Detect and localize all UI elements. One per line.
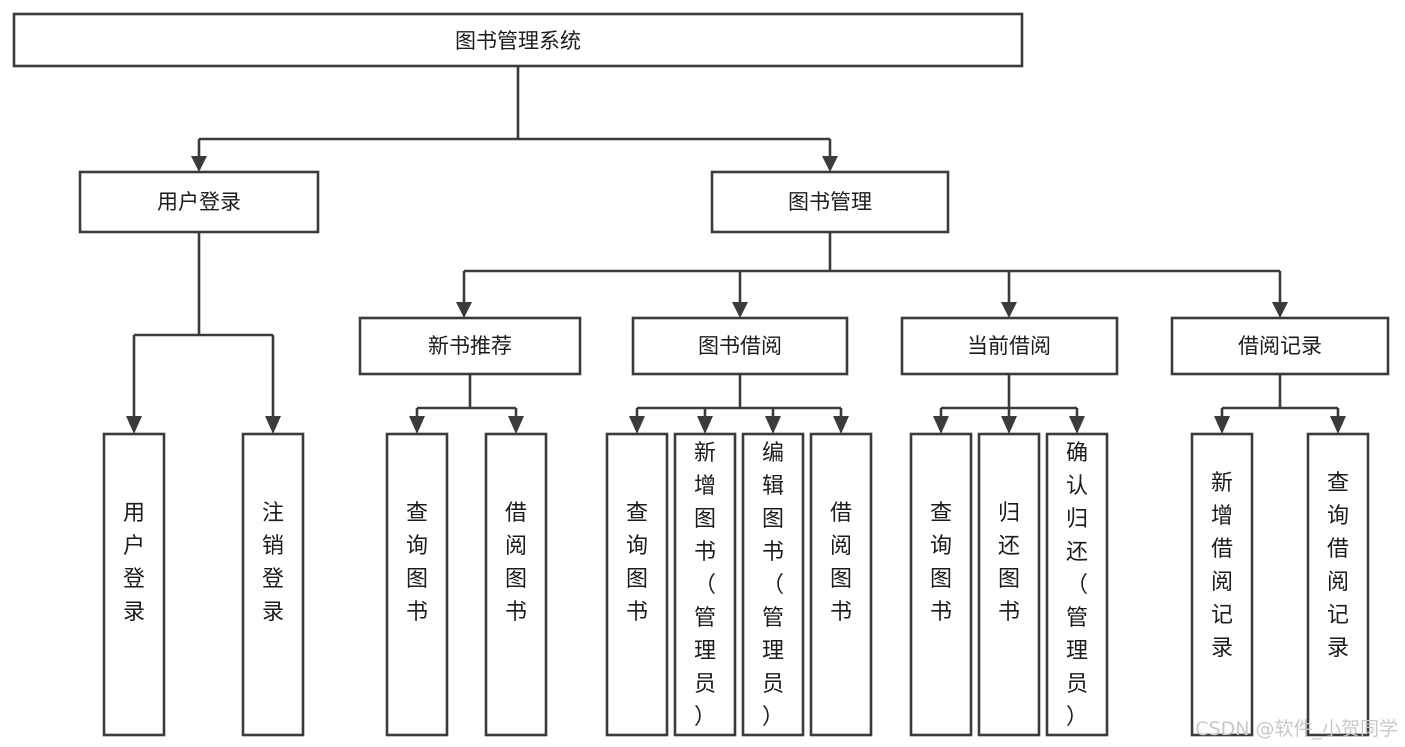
connector-group-user-login-to-leaves [126,232,281,434]
node-leaf-add-record-label: 新增借阅记录 [1211,471,1233,661]
arrowhead-leaf-add-record [1214,416,1230,434]
node-borrow-record-box[interactable] [1170,316,1390,376]
node-book-borrow-box[interactable] [631,316,849,376]
node-leaf-edit-book-box[interactable] [741,432,805,737]
node-leaf-confirm-return-box[interactable] [1045,432,1109,737]
connector-group-new-book-recommend-to-leaves [409,374,524,434]
arrowhead-current-borrow [1001,302,1017,318]
node-book-management[interactable]: 图书管理 [710,170,950,234]
node-leaf-query-book-3-label: 查询图书 [930,501,952,625]
arrowhead-leaf-user-logout [265,416,281,434]
arrowhead-leaf-borrow-book-2 [833,416,849,434]
node-leaf-query-book-1[interactable]: 查询图书 [385,432,449,737]
node-leaf-add-record-box[interactable] [1190,432,1254,737]
node-new-book-recommend-box[interactable] [358,316,582,376]
node-leaf-confirm-return-label: 确认归还（管理员） [1066,441,1088,730]
node-leaf-return-book-box[interactable] [977,432,1041,737]
arrowhead-new-book-recommend [456,302,472,318]
node-leaf-query-book-3-box[interactable] [909,432,973,737]
node-leaf-query-record-label: 查询借阅记录 [1327,471,1349,661]
node-leaf-user-logout-label: 注销登录 [262,501,284,625]
arrowhead-leaf-query-book-3 [933,416,949,434]
arrowhead-book-management [822,156,838,172]
node-user-login-label: 用户登录 [157,190,241,214]
node-borrow-record[interactable]: 借阅记录 [1170,316,1390,376]
node-user-login-box[interactable] [78,170,320,234]
arrowhead-book-borrow [732,302,748,318]
arrowhead-leaf-edit-book [765,416,781,434]
node-leaf-query-record-box[interactable] [1306,432,1370,737]
node-leaf-borrow-book-2-label: 借阅图书 [830,501,852,625]
node-leaf-borrow-book-1-label: 借阅图书 [505,501,527,625]
node-root-label: 图书管理系统 [455,29,581,53]
node-leaf-return-book[interactable]: 归还图书 [977,432,1041,737]
node-leaf-query-book-2-label: 查询图书 [626,501,648,625]
arrowhead-leaf-return-book [1001,416,1017,434]
node-leaf-borrow-book-1-box[interactable] [484,432,548,737]
node-leaf-add-book[interactable]: 新增图书（管理员） [673,432,737,737]
node-leaf-query-book-1-box[interactable] [385,432,449,737]
node-leaf-borrow-book-2-box[interactable] [809,432,873,737]
node-leaf-user-login-label: 用户登录 [123,501,145,625]
node-book-borrow[interactable]: 图书借阅 [631,316,849,376]
node-book-management-label: 图书管理 [788,190,872,214]
node-leaf-borrow-book-2[interactable]: 借阅图书 [809,432,873,737]
arrowhead-leaf-query-record [1330,416,1346,434]
arrowhead-leaf-confirm-return [1069,416,1085,434]
csdn-watermark: CSDN @软件_小贺同学 [1195,718,1398,740]
arrowhead-leaf-borrow-book-1 [508,416,524,434]
node-leaf-user-logout-box[interactable] [241,432,305,737]
connector-group-book-borrow-to-leaves [629,374,849,434]
node-leaf-add-record[interactable]: 新增借阅记录 [1190,432,1254,737]
node-leaf-query-book-3[interactable]: 查询图书 [909,432,973,737]
node-user-login[interactable]: 用户登录 [78,170,320,234]
node-leaf-confirm-return[interactable]: 确认归还（管理员） [1045,432,1109,737]
node-new-book-recommend[interactable]: 新书推荐 [358,316,582,376]
node-borrow-record-label: 借阅记录 [1238,334,1322,358]
node-root[interactable]: 图书管理系统 [12,12,1024,68]
node-leaf-query-book-1-label: 查询图书 [406,501,428,625]
node-leaf-user-logout[interactable]: 注销登录 [241,432,305,737]
node-leaf-add-book-box[interactable] [673,432,737,737]
connector-group-current-borrow-to-leaves [933,374,1085,434]
connector-group-root-to-level2 [191,66,838,172]
arrowhead-leaf-query-book-2 [629,416,645,434]
node-leaf-user-login[interactable]: 用户登录 [102,432,166,737]
node-book-management-box[interactable] [710,170,950,234]
node-leaf-edit-book[interactable]: 编辑图书（管理员） [741,432,805,737]
node-current-borrow[interactable]: 当前借阅 [900,316,1119,376]
node-book-borrow-label: 图书借阅 [698,334,782,358]
node-leaf-add-book-label: 新增图书（管理员） [694,441,716,730]
node-current-borrow-label: 当前借阅 [967,334,1051,358]
node-root-box[interactable] [12,12,1024,68]
node-leaf-edit-book-label: 编辑图书（管理员） [762,441,784,730]
node-leaf-query-book-2[interactable]: 查询图书 [605,432,669,737]
node-leaf-user-login-box[interactable] [102,432,166,737]
connector-group-borrow-record-to-leaves [1214,374,1346,434]
node-leaf-borrow-book-1[interactable]: 借阅图书 [484,432,548,737]
node-leaf-return-book-label: 归还图书 [998,501,1020,625]
node-leaf-query-book-2-box[interactable] [605,432,669,737]
node-new-book-recommend-label: 新书推荐 [428,334,512,358]
arrowhead-user-login [191,156,207,172]
node-leaf-query-record[interactable]: 查询借阅记录 [1306,432,1370,737]
connector-group-book-management-to-level3 [456,232,1288,318]
arrowhead-leaf-user-login [126,416,142,434]
arrowhead-leaf-add-book [697,416,713,434]
node-current-borrow-box[interactable] [900,316,1119,376]
arrowhead-leaf-query-book-1 [409,416,425,434]
arrowhead-borrow-record [1272,302,1288,318]
